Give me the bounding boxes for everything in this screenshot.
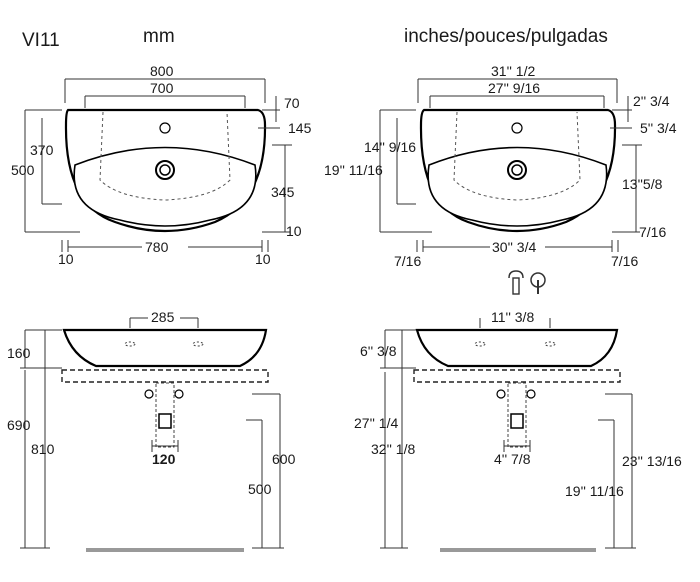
dim-bowl-depth-b: 345 bbox=[271, 184, 295, 200]
basin-inner-dashed bbox=[99, 111, 231, 201]
dim-height-810-in: 32'' 1/8 bbox=[371, 441, 415, 457]
valve-right bbox=[174, 389, 184, 399]
top-view-in: 31'' 1/2 27'' 9/16 2'' 3/4 5'' 3/4 14'' … bbox=[324, 63, 677, 269]
dim-total-depth-in: 19'' 11/16 bbox=[324, 162, 383, 178]
dim-height-810: 810 bbox=[31, 441, 55, 457]
trap-pipe-in bbox=[507, 382, 527, 448]
dim-height-basin: 160 bbox=[7, 345, 31, 361]
unit-metric-label: mm bbox=[143, 26, 175, 47]
dim-inner-width: 700 bbox=[150, 80, 174, 96]
side-view-mm: 285 160 690 810 120 600 500 bbox=[7, 309, 296, 552]
top-view-mm: 800 700 70 145 370 500 345 10 10 780 bbox=[11, 63, 312, 267]
trap-pipe bbox=[155, 382, 175, 448]
model-code: VI11 bbox=[22, 30, 60, 51]
valve-left bbox=[144, 389, 154, 399]
basin-bowl bbox=[73, 146, 257, 227]
dim-edge-left-in: 7/16 bbox=[394, 253, 421, 269]
dim-overall-width-in: 31'' 1/2 bbox=[491, 63, 535, 79]
dim-total-depth: 500 bbox=[11, 162, 35, 178]
drain-inner bbox=[159, 164, 171, 176]
dim-trap-width: 120 bbox=[152, 451, 176, 467]
dim-tap-spacing-in: 11'' 3/8 bbox=[491, 309, 534, 325]
mixer-tap-icon bbox=[530, 272, 546, 294]
dim-inner-width-in: 27'' 9/16 bbox=[488, 80, 540, 96]
dim-bowl-depth-a: 370 bbox=[30, 142, 54, 158]
dim-height-500: 500 bbox=[248, 481, 272, 497]
dim-top-offset: 70 bbox=[284, 95, 300, 111]
dim-bowl-depth-b-in: 13''5/8 bbox=[622, 176, 663, 192]
dim-edge-right-bottom: 10 bbox=[255, 251, 271, 267]
drain-inner-in bbox=[511, 164, 523, 176]
valve-left-in bbox=[496, 389, 506, 399]
dim-edge-right-in: 7/16 bbox=[639, 224, 666, 240]
countertop-dashed bbox=[61, 369, 269, 383]
countertop-dashed-in bbox=[413, 369, 621, 383]
tap-hole-in bbox=[511, 122, 523, 134]
dim-trap-width-in: 4'' 7/8 bbox=[494, 451, 531, 467]
dim-edge-left: 10 bbox=[58, 251, 74, 267]
dim-height-600: 600 bbox=[272, 451, 296, 467]
dim-height-690-in: 27'' 1/4 bbox=[354, 415, 398, 431]
dim-tap-spacing: 285 bbox=[151, 309, 175, 325]
dim-base-width: 780 bbox=[145, 239, 169, 255]
dim-height-basin-in: 6'' 3/8 bbox=[360, 343, 397, 359]
tap-hole bbox=[159, 122, 171, 134]
dim-bowl-depth-a-in: 14'' 9/16 bbox=[364, 139, 416, 155]
dim-height-690: 690 bbox=[7, 417, 31, 433]
dim-overall-width: 800 bbox=[150, 63, 174, 79]
dim-top-offset-in: 2'' 3/4 bbox=[633, 93, 670, 109]
unit-imperial-label: inches/pouces/pulgadas bbox=[404, 26, 608, 47]
side-view-in: 11'' 3/8 6'' 3/8 27'' 1/4 32'' 1/8 4'' 7… bbox=[354, 309, 682, 552]
dim-edge-right-bottom-in: 7/16 bbox=[611, 253, 638, 269]
dim-height-500-in: 19'' 11/16 bbox=[565, 483, 624, 499]
basin-side-outline-in bbox=[415, 328, 619, 368]
wall-tap-icon bbox=[508, 270, 524, 295]
valve-right-in bbox=[526, 389, 536, 399]
dim-height-600-in: 23'' 13/16 bbox=[622, 453, 682, 469]
dim-tap-offset: 145 bbox=[288, 120, 312, 136]
dim-tap-offset-in: 5'' 3/4 bbox=[640, 120, 677, 136]
dim-base-width-in: 30'' 3/4 bbox=[492, 239, 536, 255]
dim-edge-right: 10 bbox=[286, 223, 302, 239]
basin-inner-dashed-in bbox=[453, 111, 581, 201]
basin-bowl-in bbox=[427, 146, 608, 227]
basin-side-outline bbox=[62, 328, 268, 368]
